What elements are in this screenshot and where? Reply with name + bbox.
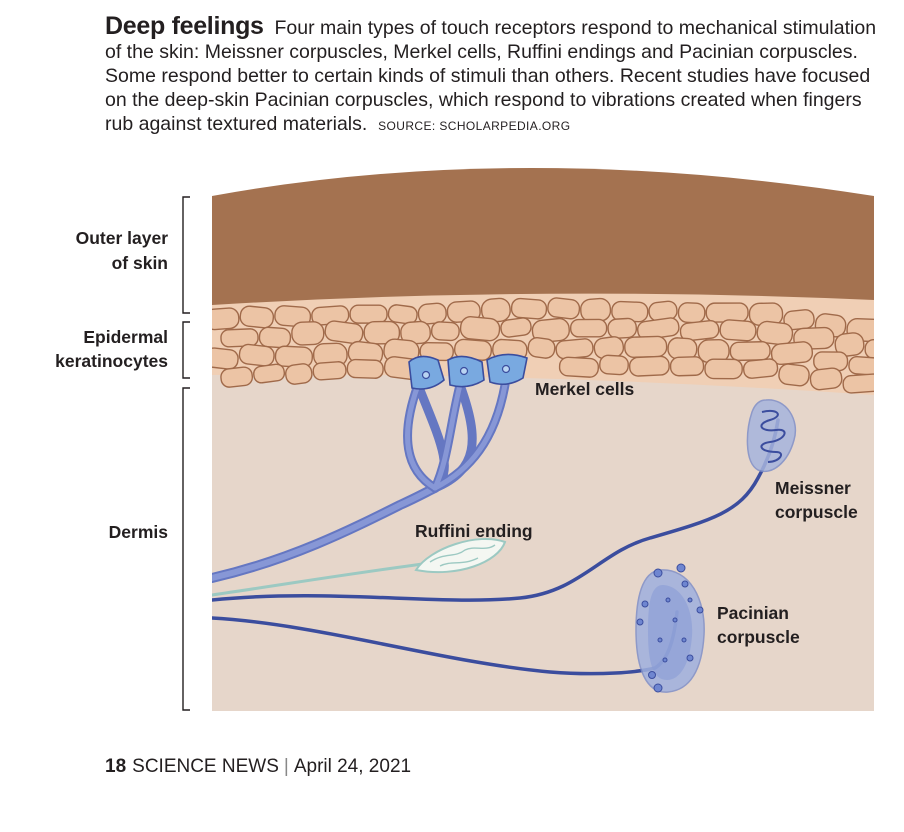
keratinocyte-cell — [274, 305, 312, 328]
keratinocyte-cell — [742, 358, 779, 379]
keratinocyte-cell — [558, 356, 600, 378]
bracket-epidermal — [182, 321, 190, 379]
keratinocyte-cell — [527, 336, 556, 359]
label-pacinian-2: corpuscle — [717, 627, 800, 647]
keratinocyte-cell — [770, 341, 814, 366]
label-epidermal-2: keratinocytes — [55, 351, 168, 371]
intro-text: Deep feelings Four main types of touch r… — [105, 14, 895, 138]
label-merkel-cells: Merkel cells — [535, 379, 634, 399]
label-pacinian: Pacinian — [717, 603, 789, 623]
keratinocyte-cell — [624, 335, 668, 358]
keratinocyte-cell — [212, 347, 239, 370]
label-epidermal: Epidermal — [83, 327, 168, 347]
merkel-complex — [403, 353, 528, 493]
keratinocyte-cell — [220, 366, 254, 388]
footer-divider: | — [283, 756, 289, 777]
keratinocyte-cell — [459, 316, 501, 342]
keratinocyte-cell — [417, 302, 447, 325]
keratinocyte-cell — [848, 355, 874, 376]
keratinocyte-cell — [607, 317, 638, 339]
keratinocyte-cell — [510, 297, 548, 320]
page-number: 18 — [105, 756, 127, 777]
keratinocyte-cell — [238, 343, 275, 367]
label-meissner: Meissner — [775, 478, 851, 498]
keratinocyte-cell — [349, 304, 388, 324]
keratinocyte-cell — [834, 332, 865, 357]
keratinocyte-cells — [212, 297, 874, 394]
keratinocyte-cell — [719, 319, 757, 342]
keratinocyte-cell — [677, 302, 706, 324]
keratinocyte-cell — [599, 354, 629, 376]
keratinocyte-cell — [500, 317, 532, 338]
keratinocyte-cell — [285, 363, 313, 385]
ruffini-ending — [414, 538, 507, 574]
source-credit: SOURCE: SCHOLARPEDIA.ORG — [378, 119, 571, 133]
receptor-labels: Merkel cells Ruffini ending Meissner cor… — [415, 379, 858, 647]
pacinian-corpuscle — [635, 563, 705, 693]
keratinocyte-cell — [239, 305, 275, 329]
keratinocyte-cell — [363, 320, 401, 345]
publication-date: April 24, 2021 — [293, 756, 412, 777]
keratinocyte-cell — [258, 326, 292, 349]
layer-labels: Outer layer of skin Epidermal keratinocy… — [55, 228, 168, 542]
meissner-corpuscle — [746, 399, 797, 473]
keratinocyte-cell — [669, 356, 705, 377]
label-ruffini-ending: Ruffini ending — [415, 521, 533, 541]
label-dermis: Dermis — [109, 522, 169, 542]
keratinocyte-cell — [809, 367, 843, 391]
keratinocyte-cell — [864, 339, 874, 360]
bracket-dermis — [182, 387, 190, 711]
nerve-fibers — [212, 418, 780, 676]
keratinocyte-cell — [555, 338, 594, 360]
keratinocyte-cell — [756, 320, 794, 346]
publication-name: SCIENCE NEWS — [132, 756, 279, 777]
layer-brackets — [182, 196, 190, 711]
keratinocyte-cell — [580, 297, 612, 323]
figure-title: Deep feelings — [105, 12, 264, 40]
keratinocyte-cell — [547, 297, 581, 320]
keratinocyte-cell — [346, 358, 384, 379]
keratinocyte-cell — [212, 307, 240, 331]
keratinocyte-cell — [704, 358, 743, 380]
label-outer-layer-2: of skin — [112, 253, 168, 273]
keratinocyte-cell — [387, 304, 418, 325]
figure-caption: Four main types of touch receptors respo… — [105, 17, 877, 135]
keratinocyte-cell — [569, 318, 608, 338]
keratinocyte-cell — [324, 320, 364, 345]
keratinocyte-cell — [679, 319, 720, 342]
keratinocyte-cell — [842, 373, 874, 394]
meissner-nerve — [212, 418, 780, 602]
keratinocyte-cell — [220, 328, 259, 348]
label-outer-layer: Outer layer — [76, 228, 169, 248]
keratinocyte-cell — [291, 321, 325, 346]
label-meissner-2: corpuscle — [775, 502, 858, 522]
keratinocyte-cell — [312, 361, 347, 381]
keratinocyte-cell — [628, 355, 670, 377]
bracket-outer-layer — [182, 196, 190, 314]
keratinocyte-cell — [705, 302, 749, 323]
ruffini-nerve — [212, 560, 440, 597]
outer-skin-layer — [212, 168, 874, 330]
keratinocyte-cell — [778, 363, 810, 387]
keratinocyte-cell — [253, 363, 286, 384]
keratinocyte-cell — [430, 321, 460, 342]
keratinocyte-cell — [729, 341, 771, 362]
